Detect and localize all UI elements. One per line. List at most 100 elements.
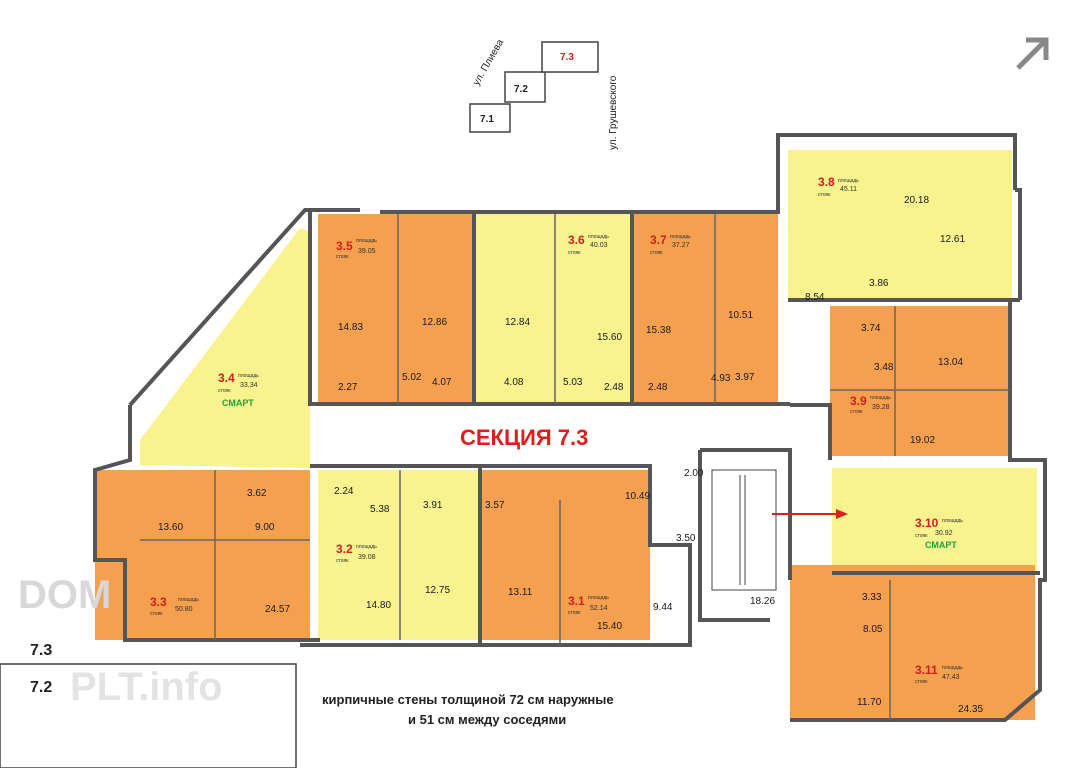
svg-text:4.07: 4.07 bbox=[432, 377, 452, 388]
stairwell bbox=[711, 469, 777, 591]
svg-text:стояк: стояк bbox=[915, 679, 928, 685]
building-7-2: 7.2 bbox=[514, 84, 528, 95]
north-arrow-icon bbox=[1016, 37, 1049, 70]
svg-text:12.75: 12.75 bbox=[425, 585, 450, 596]
svg-text:стояк: стояк bbox=[650, 250, 663, 256]
svg-text:стояк: стояк bbox=[850, 409, 863, 415]
apartment-3-8-fill bbox=[788, 150, 1012, 300]
svg-text:3.57: 3.57 bbox=[485, 500, 505, 511]
note-line-1: кирпичные стены толщиной 72 см наружные bbox=[322, 692, 614, 707]
svg-text:3.2: 3.2 bbox=[336, 542, 353, 556]
apartment-3-9-fill bbox=[830, 306, 1010, 456]
watermark-section-7-2: 7.2 bbox=[30, 679, 52, 696]
svg-text:2.00: 2.00 bbox=[684, 468, 704, 479]
svg-text:3.50: 3.50 bbox=[676, 533, 696, 544]
svg-text:3.3: 3.3 bbox=[150, 595, 167, 609]
svg-text:24.35: 24.35 bbox=[958, 704, 983, 715]
svg-text:24.57: 24.57 bbox=[265, 604, 290, 615]
svg-text:2.48: 2.48 bbox=[648, 382, 668, 393]
svg-text:стояк: стояк bbox=[336, 254, 349, 260]
apartment-label-3-11: 3.11 площадь стояк 47.43 bbox=[915, 663, 963, 685]
svg-text:4.93: 4.93 bbox=[711, 373, 731, 384]
building-7-1: 7.1 bbox=[480, 114, 494, 125]
svg-text:площадь: площадь bbox=[588, 234, 609, 240]
svg-text:3.91: 3.91 bbox=[423, 500, 443, 511]
svg-text:19.02: 19.02 bbox=[910, 435, 935, 446]
svg-text:СМАРТ: СМАРТ bbox=[925, 540, 957, 550]
svg-text:5.38: 5.38 bbox=[370, 504, 390, 515]
partitions bbox=[140, 214, 1010, 720]
svg-text:3.74: 3.74 bbox=[861, 323, 881, 334]
watermark-frame bbox=[0, 663, 297, 768]
svg-text:3.97: 3.97 bbox=[735, 372, 755, 383]
apartment-label-3-2: 3.2 площадь стояк 39.08 bbox=[336, 542, 377, 564]
apartment-3-1-fill bbox=[480, 470, 650, 640]
svg-text:стояк: стояк bbox=[336, 558, 349, 564]
apartment-label-3-5: 3.5 площадь стояк 39.05 bbox=[336, 238, 377, 260]
svg-text:15.38: 15.38 bbox=[646, 325, 671, 336]
svg-text:3.4: 3.4 bbox=[218, 371, 235, 385]
svg-text:стояк: стояк bbox=[915, 533, 928, 539]
svg-text:15.40: 15.40 bbox=[597, 621, 622, 632]
svg-text:45.11: 45.11 bbox=[840, 186, 857, 193]
svg-text:9.44: 9.44 bbox=[653, 602, 673, 613]
apartment-3-4-fill bbox=[140, 228, 310, 468]
walls bbox=[93, 133, 1047, 722]
svg-text:5.03: 5.03 bbox=[563, 377, 583, 388]
entrance-arrow-head bbox=[836, 509, 848, 519]
svg-text:39.08: 39.08 bbox=[358, 554, 376, 561]
apartment-3-10-fill bbox=[832, 468, 1037, 573]
svg-text:8.54: 8.54 bbox=[805, 292, 825, 303]
svg-text:3.7: 3.7 bbox=[650, 233, 667, 247]
svg-text:3.33: 3.33 bbox=[862, 592, 882, 603]
svg-text:30.92: 30.92 bbox=[935, 530, 953, 537]
svg-text:12.86: 12.86 bbox=[422, 317, 447, 328]
svg-text:стояк: стояк bbox=[818, 192, 831, 198]
apartment-label-3-3: 3.3 площадь стояк 50.80 bbox=[150, 595, 199, 617]
apartment-label-3-9: 3.9 площадь стояк 39.28 bbox=[850, 394, 891, 415]
apartment-3-6-fill bbox=[474, 214, 632, 404]
svg-text:площадь: площадь bbox=[670, 234, 691, 240]
svg-text:12.61: 12.61 bbox=[940, 234, 965, 245]
svg-text:площадь: площадь bbox=[356, 544, 377, 550]
svg-text:9.00: 9.00 bbox=[255, 522, 275, 533]
apartment-3-3-fill bbox=[95, 470, 310, 640]
apartment-label-3-4: 3.4 площадь стояк 33.34 СМАРТ bbox=[218, 371, 259, 408]
svg-text:площадь: площадь bbox=[356, 238, 377, 244]
svg-text:20.18: 20.18 bbox=[904, 195, 929, 206]
svg-text:3.6: 3.6 bbox=[568, 233, 585, 247]
svg-text:площадь: площадь bbox=[942, 518, 963, 524]
svg-text:3.10: 3.10 bbox=[915, 516, 939, 530]
svg-text:8.05: 8.05 bbox=[863, 624, 883, 635]
svg-text:4.08: 4.08 bbox=[504, 377, 524, 388]
svg-text:52.14: 52.14 bbox=[590, 605, 608, 612]
svg-text:стояк: стояк bbox=[218, 388, 231, 394]
apartment-3-11-fill bbox=[790, 565, 1035, 720]
svg-text:33.34: 33.34 bbox=[240, 382, 258, 389]
svg-text:площадь: площадь bbox=[942, 665, 963, 671]
note-line-2: и 51 см между соседями bbox=[408, 712, 566, 727]
apartment-label-3-6: 3.6 площадь стояк 40.03 bbox=[568, 233, 609, 256]
apartment-3-5-fill bbox=[318, 214, 474, 404]
svg-text:15.60: 15.60 bbox=[597, 332, 622, 343]
svg-text:3.9: 3.9 bbox=[850, 394, 867, 408]
apartment-label-3-10: 3.10 площадь стояк 30.92 СМАРТ bbox=[915, 516, 963, 550]
apartment-3-7-fill bbox=[632, 214, 778, 404]
building-key bbox=[469, 41, 599, 133]
svg-text:2.24: 2.24 bbox=[334, 486, 354, 497]
svg-text:50.80: 50.80 bbox=[175, 606, 193, 613]
svg-text:2.27: 2.27 bbox=[338, 382, 358, 393]
svg-text:площадь: площадь bbox=[178, 597, 199, 603]
svg-text:СМАРТ: СМАРТ bbox=[222, 398, 254, 408]
svg-text:стояк: стояк bbox=[568, 250, 581, 256]
svg-text:37.27: 37.27 bbox=[672, 242, 690, 249]
svg-text:18.26: 18.26 bbox=[750, 596, 775, 607]
svg-text:11.70: 11.70 bbox=[857, 697, 882, 708]
room-areas: 14.83 12.86 2.27 5.02 4.07 12.84 15.60 4… bbox=[158, 195, 983, 715]
svg-text:13.11: 13.11 bbox=[508, 587, 533, 598]
apartment-label-3-1: 3.1 площадь стояк 52.14 bbox=[568, 594, 609, 616]
watermark-site: PLT.info bbox=[70, 665, 223, 709]
svg-text:2.48: 2.48 bbox=[604, 382, 624, 393]
watermark-dom: DOM bbox=[18, 573, 111, 617]
